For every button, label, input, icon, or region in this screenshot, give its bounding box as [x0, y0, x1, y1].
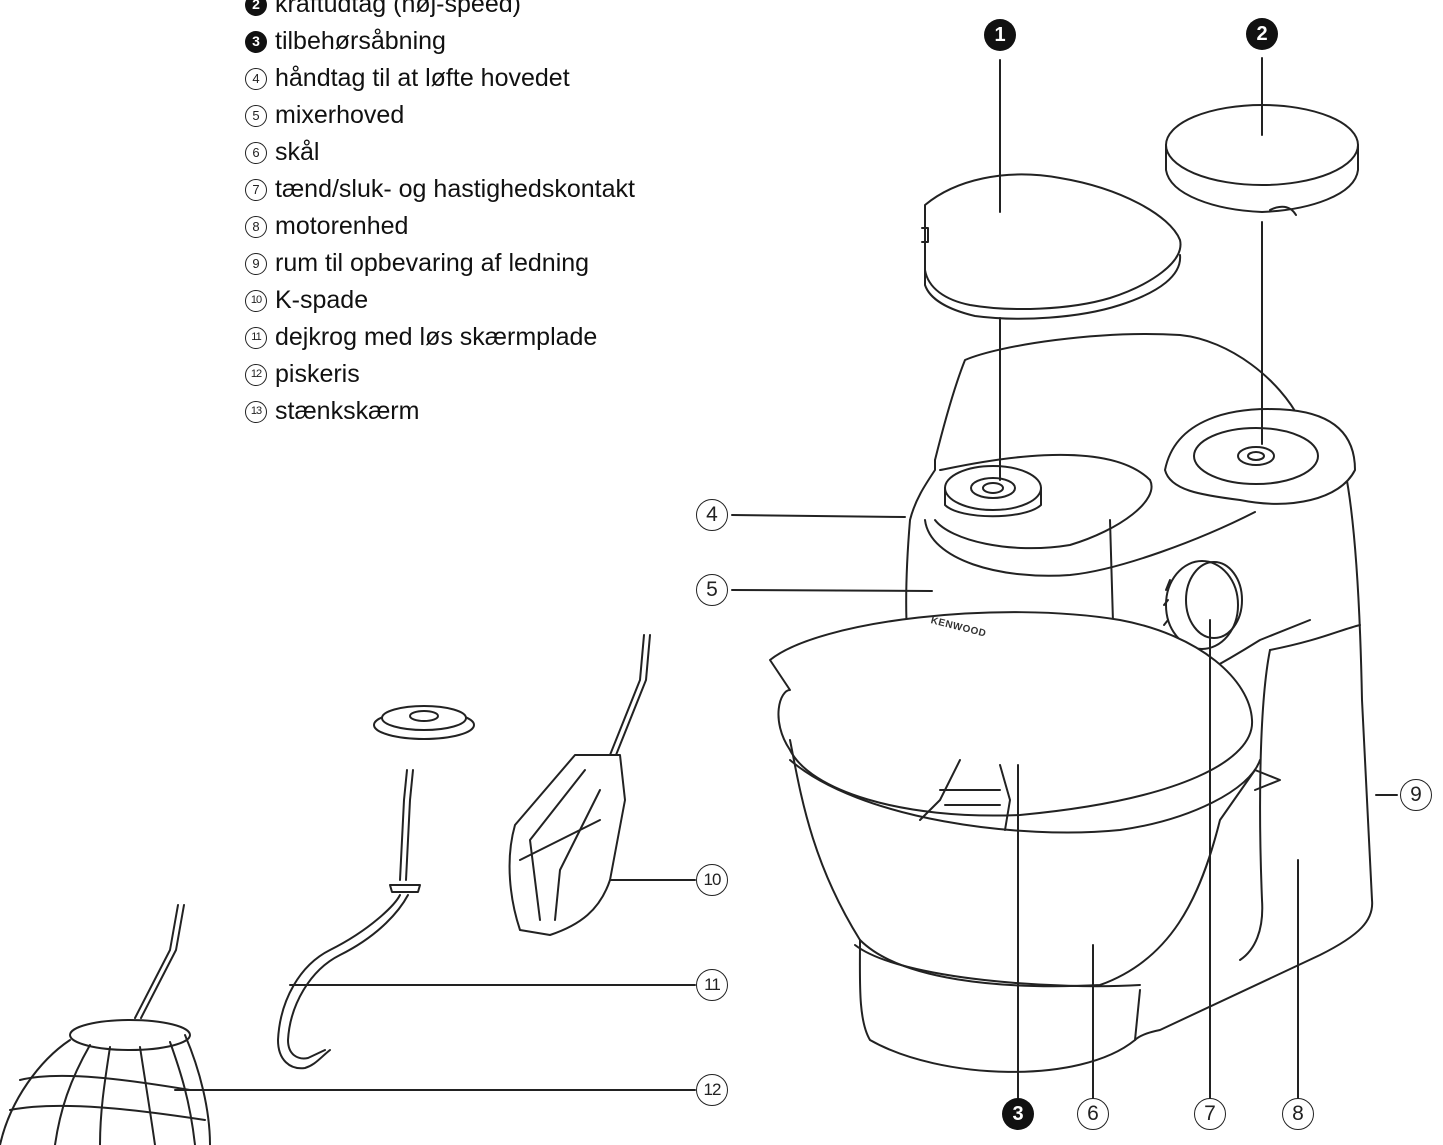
legend-item-5: 5 mixerhoved [245, 97, 805, 134]
legend-item-12: 12 piskeris [245, 356, 805, 393]
callout-3: 3 [1002, 1098, 1034, 1130]
outlet-cover-2 [1165, 104, 1359, 216]
legend-marker: 7 [245, 178, 267, 201]
leader-lines [174, 57, 1398, 1099]
legend-item-13: 13 stænkskærm [245, 393, 805, 430]
callout-1: 1 [984, 19, 1016, 51]
legend-marker: 8 [245, 215, 267, 238]
legend-text: håndtag til at løfte hovedet [275, 64, 570, 92]
legend-item-10: 10 K-spade [245, 282, 805, 319]
high-speed-outlet-hub [1193, 427, 1319, 485]
legend-item-2: 2 kraftudtag (høj-speed) [245, 0, 805, 23]
callout-10: 10 [696, 864, 728, 896]
legend-marker: 13 [245, 400, 267, 423]
legend-item-9: 9 rum til opbevaring af ledning [245, 245, 805, 282]
legend-marker: 10 [245, 289, 267, 312]
callout-4: 4 [696, 499, 728, 531]
callout-9: 9 [1400, 779, 1432, 811]
outlet-cover-1 [921, 173, 1182, 320]
dough-hook [277, 769, 421, 1070]
legend-marker: 11 [245, 326, 267, 349]
k-beater [508, 634, 651, 936]
callout-12: 12 [696, 1074, 728, 1106]
legend-text: mixerhoved [275, 101, 405, 129]
legend-marker: 2 [245, 0, 267, 16]
splash-guard-piece [373, 705, 475, 740]
legend-marker: 3 [245, 30, 267, 53]
bowl [769, 611, 1281, 988]
legend-item-3: 3 tilbehørsåbning [245, 23, 805, 60]
legend-text: motorenhed [275, 212, 409, 240]
slow-outlet-hub [944, 465, 1042, 518]
legend-text: tilbehørsåbning [275, 27, 446, 55]
callout-6: 6 [1077, 1098, 1109, 1130]
beater-in-bowl [919, 759, 1011, 831]
legend-item-8: 8 motorenhed [245, 208, 805, 245]
legend-text: rum til opbevaring af ledning [275, 249, 590, 277]
legend-text: dejkrog med løs skærmplade [275, 323, 598, 351]
legend-text: K-spade [275, 286, 369, 314]
legend-item-6: 6 skål [245, 134, 805, 171]
legend-marker: 5 [245, 104, 267, 127]
callout-11: 11 [696, 969, 728, 1001]
whisk [0, 904, 211, 1145]
legend-text: stænkskærm [275, 397, 420, 425]
callout-7: 7 [1194, 1098, 1226, 1130]
legend-text: tænd/sluk- og hastighedskontakt [275, 175, 635, 203]
parts-legend: 2 kraftudtag (høj-speed) 3 tilbehørsåbni… [245, 0, 805, 430]
callout-8: 8 [1282, 1098, 1314, 1130]
legend-text: skål [275, 138, 320, 166]
legend-marker: 4 [245, 67, 267, 90]
legend-item-4: 4 håndtag til at løfte hovedet [245, 60, 805, 97]
speed-dial [1163, 560, 1243, 650]
callout-2: 2 [1246, 18, 1278, 50]
callout-5: 5 [696, 574, 728, 606]
legend-marker: 12 [245, 363, 267, 386]
legend-text: kraftudtag (høj-speed) [275, 0, 521, 18]
legend-marker: 9 [245, 252, 267, 275]
legend-item-7: 7 tænd/sluk- og hastighedskontakt [245, 171, 805, 208]
legend-item-11: 11 dejkrog med løs skærmplade [245, 319, 805, 356]
legend-marker: 6 [245, 141, 267, 164]
legend-text: piskeris [275, 360, 360, 388]
